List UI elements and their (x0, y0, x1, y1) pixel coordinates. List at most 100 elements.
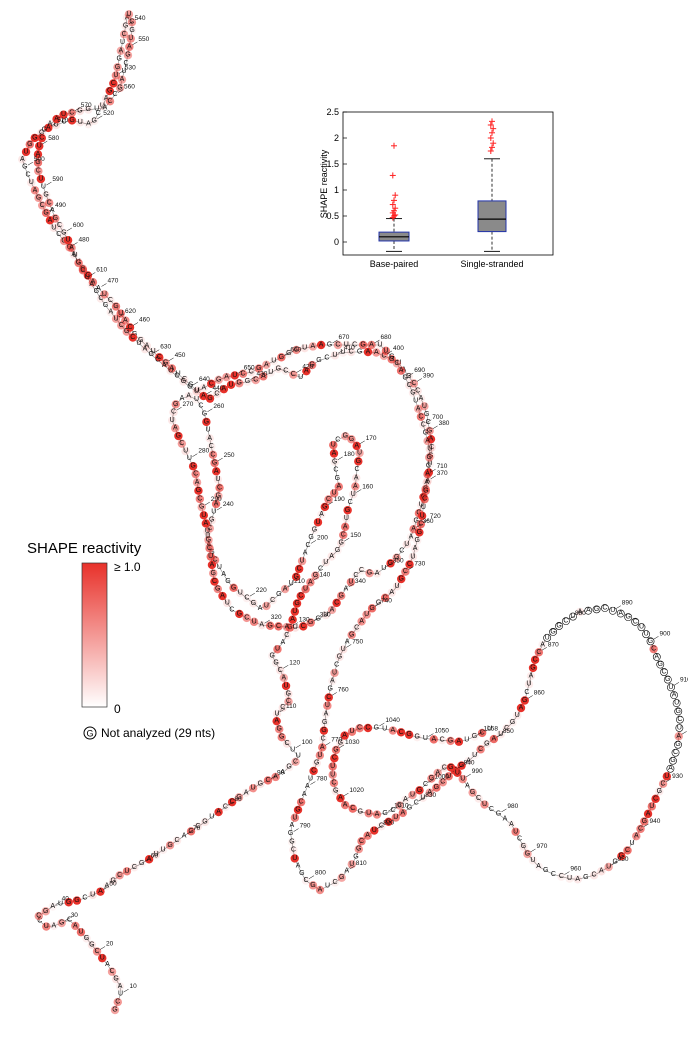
nucleotide: A (597, 867, 605, 875)
nucleotide: C (601, 604, 608, 611)
nucleotide: G (402, 375, 407, 382)
nucleotide: U (673, 700, 680, 707)
nucleotide: A (31, 186, 39, 194)
svg-text:G: G (176, 433, 181, 440)
nucleotide: G (320, 726, 328, 734)
svg-text:960: 960 (570, 866, 581, 873)
svg-text:C: C (524, 689, 529, 696)
svg-text:G: G (59, 920, 64, 927)
svg-text:C: C (175, 837, 180, 844)
svg-text:C: C (283, 367, 288, 374)
svg-text:U: U (330, 763, 335, 770)
svg-text:G: G (61, 229, 66, 236)
nucleotide: C (419, 421, 427, 429)
nucleotide: C (399, 548, 404, 555)
svg-text:1020: 1020 (349, 787, 364, 794)
svg-text:A: A (375, 811, 380, 818)
nucleotide: C (349, 804, 357, 812)
svg-text:A: A (529, 673, 534, 680)
svg-text:G: G (103, 302, 108, 309)
svg-text:U: U (85, 274, 90, 281)
nucleotide: C (319, 735, 327, 743)
svg-text:720: 720 (430, 513, 441, 520)
svg-text:G: G (237, 380, 242, 387)
svg-text:A: A (319, 511, 324, 518)
svg-text:A: A (343, 802, 348, 809)
svg-text:C: C (421, 421, 426, 428)
svg-text:C: C (407, 382, 412, 389)
svg-text:C: C (40, 202, 45, 209)
nucleotide: C (557, 872, 565, 880)
svg-text:C: C (265, 777, 270, 784)
svg-text:70: 70 (193, 825, 201, 832)
nucleotide: G (276, 591, 281, 598)
svg-text:U: U (232, 372, 237, 379)
svg-text:G: G (402, 375, 407, 382)
svg-text:A: A (540, 641, 545, 648)
nucleotide: C (324, 355, 329, 362)
svg-text:A: A (336, 483, 341, 490)
nucleotide: C (268, 596, 276, 604)
nucleotide: G (210, 459, 218, 467)
nucleotide: U (181, 447, 189, 455)
svg-text:G: G (279, 354, 284, 361)
svg-text:A: A (330, 678, 335, 685)
nucleotide: G (138, 859, 146, 867)
svg-text:C: C (348, 499, 353, 506)
svg-text:C: C (284, 632, 289, 639)
svg-text:G: G (310, 882, 315, 889)
position-label: 170 (360, 435, 377, 444)
svg-text:C: C (39, 135, 44, 142)
nucleotide: G (111, 1006, 119, 1014)
nucleotide: G (187, 383, 192, 390)
svg-text:890: 890 (622, 600, 633, 607)
svg-text:200: 200 (317, 534, 328, 541)
nucleotide: G (343, 506, 351, 514)
svg-text:C: C (677, 716, 682, 723)
svg-text:C: C (633, 618, 638, 625)
svg-text:G: G (42, 127, 47, 134)
nucleotide: G (42, 907, 50, 915)
svg-text:U: U (44, 923, 49, 930)
svg-text:U: U (211, 509, 216, 516)
nucleotide: G (112, 975, 120, 983)
svg-text:50: 50 (109, 881, 117, 888)
svg-text:G: G (496, 810, 501, 817)
svg-text:G: G (116, 56, 121, 63)
nucleotide: G (34, 194, 42, 202)
svg-text:G: G (665, 676, 670, 683)
svg-text:C: C (311, 767, 316, 774)
svg-text:630: 630 (160, 344, 171, 351)
svg-text:540: 540 (135, 15, 146, 22)
position-label: 250 (218, 452, 235, 461)
svg-text:C: C (661, 780, 666, 787)
nucleotide: C (632, 618, 639, 625)
svg-text:A: A (431, 736, 436, 743)
nucleotide: G (355, 845, 363, 853)
nucleotide: G (338, 874, 346, 882)
svg-text:A: A (359, 618, 364, 625)
svg-text:C: C (57, 222, 62, 229)
nucleotide: A (185, 392, 193, 400)
inset-x-tick-base-paired: Base-paired (370, 259, 419, 269)
nucleotide: G (194, 486, 202, 494)
nucleotide: U (403, 540, 411, 548)
nucleotide: U (329, 771, 337, 779)
svg-text:570: 570 (81, 102, 92, 109)
nucleotide: G (593, 606, 600, 613)
svg-text:G: G (94, 288, 99, 295)
nucleotide: U (118, 991, 123, 998)
nucleotide: U (330, 669, 338, 677)
nucleotide: U (408, 791, 416, 799)
svg-text:940: 940 (650, 818, 661, 825)
nucleotide: G (225, 578, 230, 585)
reactivity-legend: SHAPE reactivity ≥ 1.0 0 G Not analyzed … (27, 540, 215, 740)
nucleotide: A (281, 585, 289, 593)
svg-text:C: C (276, 623, 281, 630)
nucleotide: G (272, 659, 280, 667)
svg-text:A: A (303, 550, 308, 557)
svg-text:380: 380 (439, 420, 450, 427)
svg-text:U: U (168, 367, 173, 374)
svg-text:A: A (354, 442, 359, 449)
svg-text:C: C (551, 871, 556, 878)
